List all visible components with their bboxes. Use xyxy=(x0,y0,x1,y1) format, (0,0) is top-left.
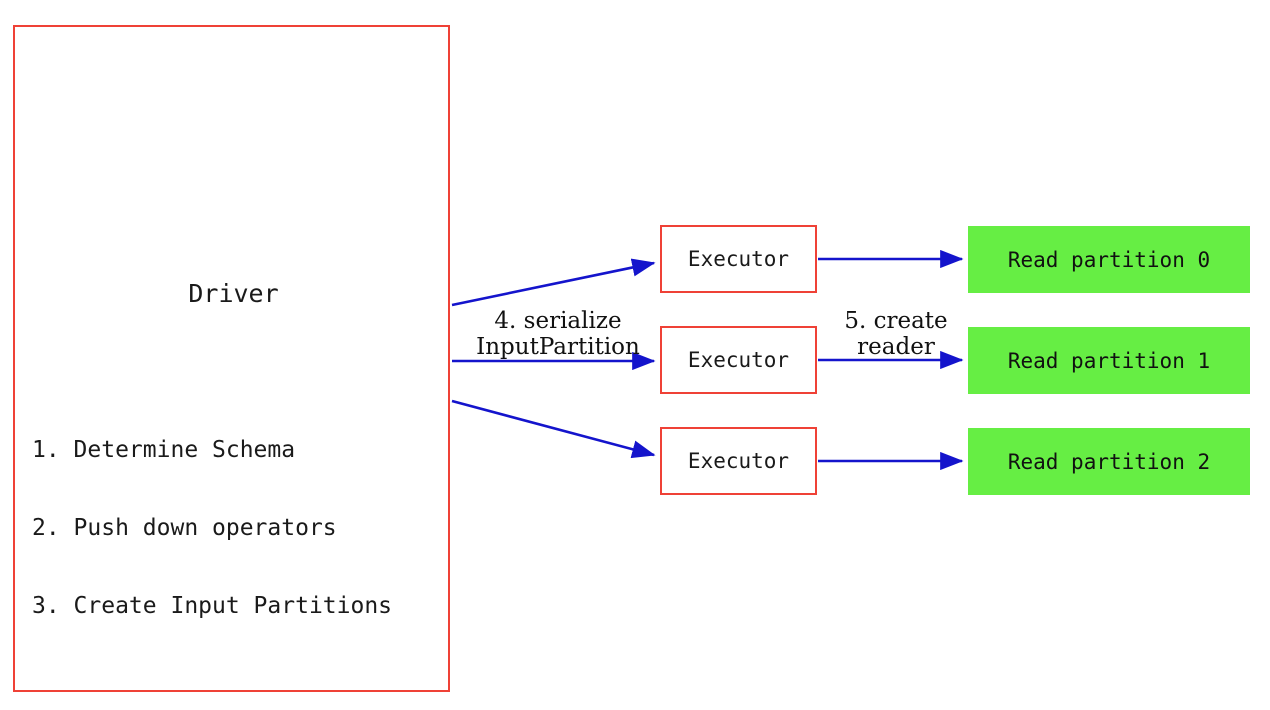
executor-label-1: Executor xyxy=(687,247,790,271)
driver-step-2: 2. Push down operators xyxy=(32,515,337,541)
read-partition-label-0: Read partition 0 xyxy=(1007,247,1211,272)
read-partition-box-1: Read partition 1 xyxy=(968,327,1250,394)
driver-steps-list: 1. Determine Schema 2. Push down operato… xyxy=(32,385,442,671)
read-partition-box-2: Read partition 2 xyxy=(968,428,1250,495)
executor-box-1: Executor xyxy=(660,225,817,293)
edge-label-serialize-line1: 4. serialize xyxy=(494,308,622,334)
arrow-driver-to-executor-1 xyxy=(451,258,656,307)
edge-label-serialize-line2: InputPartition xyxy=(476,334,640,360)
read-partition-box-0: Read partition 0 xyxy=(968,226,1250,293)
read-partition-label-1: Read partition 1 xyxy=(1007,348,1211,373)
edge-label-serialize: 4. serialize InputPartition xyxy=(458,308,658,360)
driver-title: Driver xyxy=(188,279,279,308)
read-partition-label-2: Read partition 2 xyxy=(1007,449,1211,474)
executor-label-2: Executor xyxy=(687,348,790,372)
executor-label-3: Executor xyxy=(687,449,790,473)
executor-box-2: Executor xyxy=(660,326,817,394)
arrow-driver-to-executor-3 xyxy=(451,399,656,459)
driver-step-3: 3. Create Input Partitions xyxy=(32,593,393,619)
driver-step-1: 1. Determine Schema xyxy=(32,437,296,463)
edge-label-create-reader-line1: 5. create xyxy=(844,308,948,334)
edge-label-create-reader-line2: reader xyxy=(857,334,935,360)
driver-box: Driver 1. Determine Schema 2. Push down … xyxy=(13,25,450,692)
executor-box-3: Executor xyxy=(660,427,817,495)
edge-label-create-reader: 5. create reader xyxy=(826,308,966,360)
